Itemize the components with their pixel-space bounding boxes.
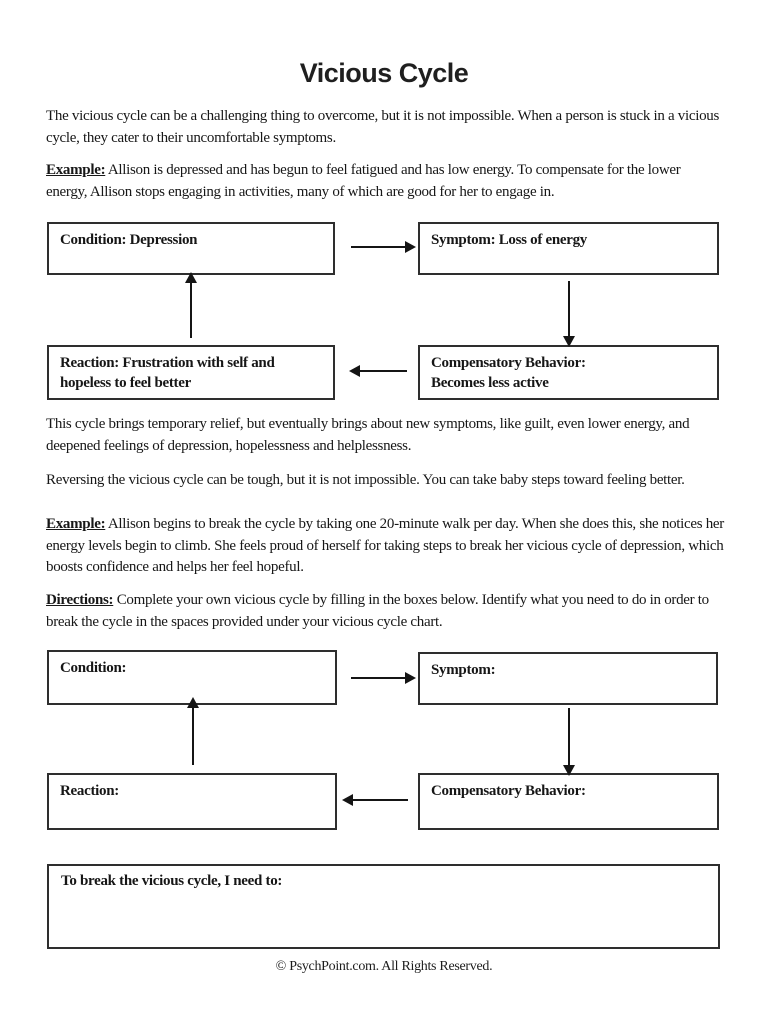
directions-lead: Directions: <box>46 592 114 608</box>
arrow-down-icon <box>563 708 575 776</box>
relief-paragraph: This cycle brings temporary relief, but … <box>46 416 690 454</box>
example2-text: Allison begins to break the cycle by tak… <box>46 516 724 575</box>
example1-text: Allison is depressed and has begun to fe… <box>46 162 681 200</box>
arrow-right-icon <box>351 241 416 253</box>
arrow-left-icon <box>349 365 407 377</box>
example2-paragraph: Example: Allison begins to break the cyc… <box>46 514 724 579</box>
break-cycle-answer-box[interactable]: To break the vicious cycle, I need to: <box>47 864 720 949</box>
directions-text: Complete your own vicious cycle by filli… <box>46 592 709 630</box>
arrow-right-icon <box>351 672 416 684</box>
arrow-down-icon <box>563 281 575 347</box>
example-reaction-box: Reaction: Frustration with self and hope… <box>47 345 335 400</box>
intro-paragraph: The vicious cycle can be a challenging t… <box>46 108 720 146</box>
example2-lead: Example: <box>46 516 106 532</box>
arrow-left-icon <box>342 794 408 806</box>
fillin-compensatory-box[interactable]: Compensatory Behavior: <box>418 773 719 830</box>
reversing-paragraph: Reversing the vicious cycle can be tough… <box>46 472 685 488</box>
fillin-symptom-box[interactable]: Symptom: <box>418 652 718 705</box>
example1-paragraph: Example: Allison is depressed and has be… <box>46 160 724 203</box>
arrow-up-icon <box>187 697 199 765</box>
example1-lead: Example: <box>46 162 106 178</box>
fillin-condition-box[interactable]: Condition: <box>47 650 337 705</box>
example-condition-box: Condition: Depression <box>47 222 335 275</box>
example-compensatory-box: Compensatory Behavior: Becomes less acti… <box>418 345 719 400</box>
fillin-reaction-box[interactable]: Reaction: <box>47 773 337 830</box>
example-symptom-box: Symptom: Loss of energy <box>418 222 719 275</box>
copyright-footer: © PsychPoint.com. All Rights Reserved. <box>275 959 493 974</box>
arrow-up-icon <box>185 272 197 338</box>
page-title: Vicious Cycle <box>299 58 469 88</box>
directions-paragraph: Directions: Complete your own vicious cy… <box>46 590 724 633</box>
